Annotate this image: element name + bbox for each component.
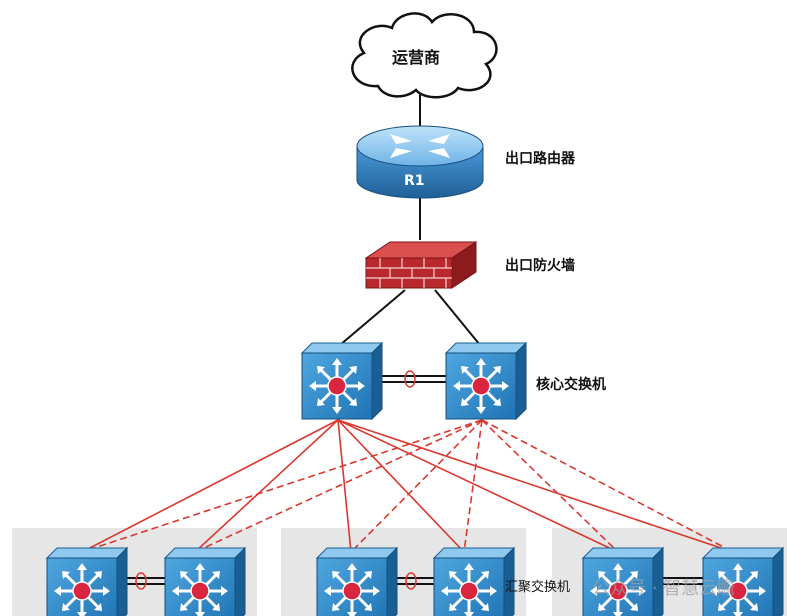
cloud-label: 运营商	[392, 48, 441, 67]
uplinks-core2	[81, 419, 734, 553]
core-switch-2-icon	[444, 341, 528, 421]
aggregation-switch-1b-icon	[163, 546, 247, 616]
core-stack-link	[374, 370, 446, 388]
aggregation-switch-1a-icon	[45, 546, 129, 616]
firewall-core1-link	[339, 289, 406, 346]
cloud-icon	[351, 12, 498, 99]
core-switch-1-icon	[300, 341, 384, 421]
router-icon	[356, 125, 484, 199]
firewall-label: 出口防火墙	[505, 258, 575, 274]
aggregation-switch-2a-icon	[315, 546, 399, 616]
firewall-core2-link	[434, 289, 481, 346]
router-name: R1	[404, 173, 425, 189]
firewall-icon	[364, 241, 478, 289]
watermark-text: 公众号 · 智慧云瞻	[592, 578, 736, 599]
aggregation-switch-2b-icon	[432, 546, 516, 616]
uplinks-core1	[81, 419, 734, 553]
aggregation-switch-label: 汇聚交换机	[505, 580, 571, 595]
core-switch-label: 核心交换机	[536, 377, 606, 393]
router-label: 出口路由器	[505, 151, 575, 167]
